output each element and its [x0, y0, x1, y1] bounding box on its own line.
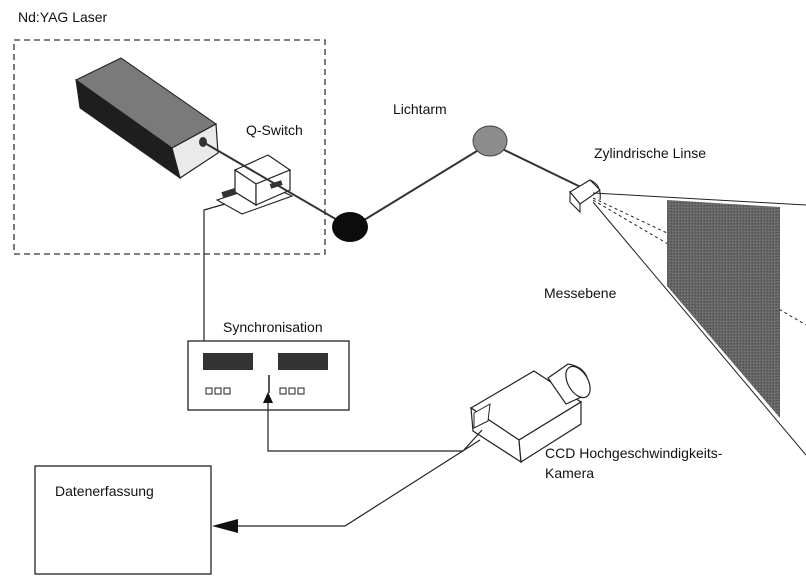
sync-display-right [278, 353, 328, 370]
cylindrical-lens [569, 179, 601, 214]
label-synchronisation: Synchronisation [223, 319, 323, 335]
label-messebene: Messebene [544, 285, 617, 301]
camera-data-line [236, 439, 481, 527]
measurement-plane [667, 200, 780, 418]
label-camera-line2: Kamera [545, 465, 594, 481]
camera-sync-line [267, 402, 483, 452]
laser-enclosure-dashed-box [13, 39, 326, 255]
trigger-line [203, 203, 226, 341]
mirror-black [332, 212, 368, 242]
beam-path [202, 141, 594, 230]
label-q-switch: Q-Switch [246, 122, 303, 138]
ccd-camera [469, 363, 591, 464]
sync-buttons-left [205, 387, 231, 395]
label-lichtarm: Lichtarm [393, 101, 447, 117]
data-arrow [212, 519, 238, 533]
label-laser: Nd:YAG Laser [18, 9, 108, 25]
q-switch [215, 154, 294, 215]
label-datenerfassung: Datenerfassung [55, 483, 154, 499]
sync-arrow [263, 392, 273, 403]
data-acquisition-box [34, 465, 212, 575]
mirror-gray [472, 125, 508, 157]
sync-buttons-right [279, 387, 305, 395]
label-zylindrische-linse: Zylindrische Linse [594, 145, 706, 161]
label-camera-line1: CCD Hochgeschwindigkeits- [545, 445, 723, 461]
laser-body [75, 57, 219, 180]
sync-display-left [203, 353, 253, 370]
